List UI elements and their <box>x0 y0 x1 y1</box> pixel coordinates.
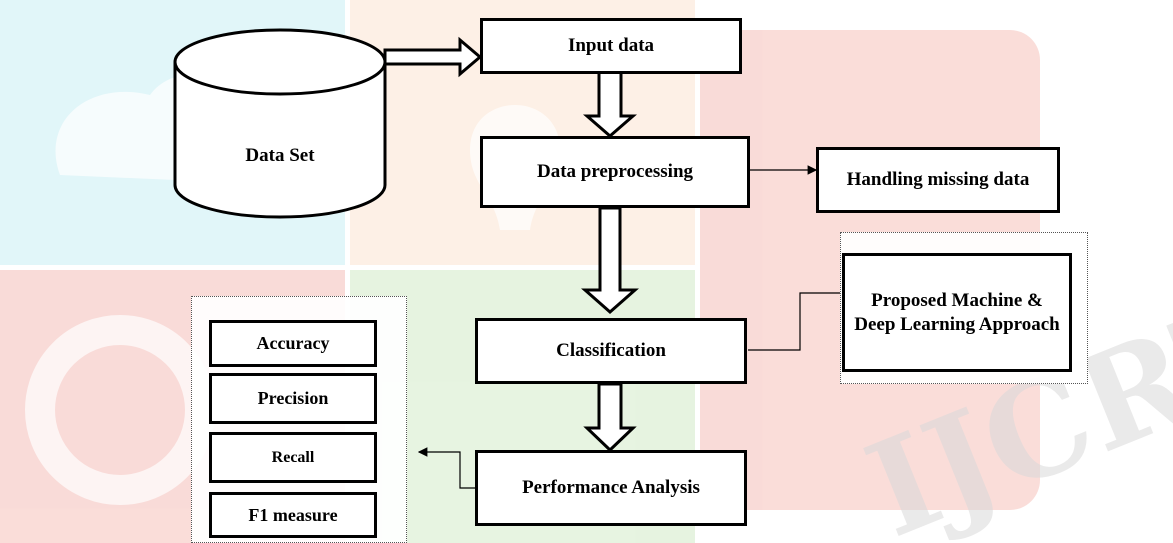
performance-box: Performance Analysis <box>475 450 747 526</box>
input-data-box: Input data <box>480 18 742 74</box>
arrow-dataset-to-input <box>383 36 483 78</box>
metric-recall: Recall <box>209 432 377 483</box>
approach-box: Proposed Machine & Deep Learning Approac… <box>842 253 1072 372</box>
database-cylinder-icon <box>173 28 387 219</box>
metric-precision: Precision <box>209 373 377 424</box>
classification-box: Classification <box>475 318 747 384</box>
dataset-label: Data Set <box>245 145 315 166</box>
arrow-input-to-preprocessing <box>582 70 638 138</box>
metric-f1: F1 measure <box>209 492 377 538</box>
preprocessing-box: Data preprocessing <box>480 136 750 208</box>
arrow-performance-to-metrics <box>417 447 475 489</box>
arrow-preprocessing-to-classification <box>581 206 639 314</box>
missing-data-box: Handling missing data <box>816 147 1060 213</box>
arrow-classification-to-performance <box>583 382 637 453</box>
metric-accuracy: Accuracy <box>209 320 377 367</box>
connector-classification-approach <box>748 292 840 351</box>
